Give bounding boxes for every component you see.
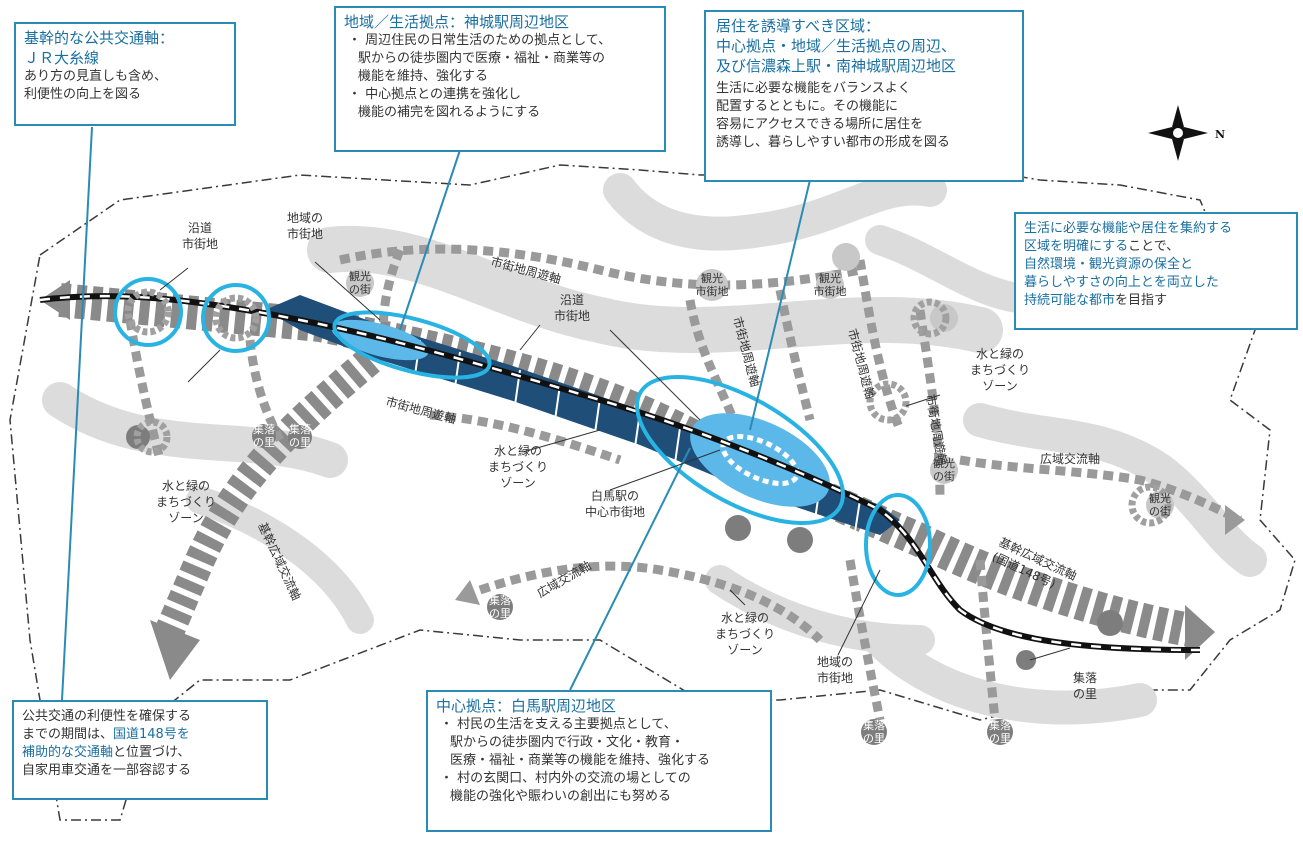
tourist-nodes bbox=[346, 243, 1174, 519]
leader-lines bbox=[61, 126, 811, 701]
callout-text: 暮らしやすさの向上とを両立した bbox=[1024, 275, 1219, 290]
callout-title: 中心拠点・地域／生活拠点の周辺、 bbox=[716, 37, 957, 55]
callout-text: 生活に必要な機能をバランスよく bbox=[716, 81, 911, 96]
compass-north-label: N bbox=[1215, 128, 1225, 141]
callout-text: までの期間は、国道148号を bbox=[22, 727, 190, 742]
callout-title: 中心拠点：白馬駅周辺地区 bbox=[436, 697, 617, 715]
callout-text: 補助的な交通軸と位置づけ、 bbox=[22, 745, 191, 760]
tourist-spot-label: 観光の街 bbox=[1149, 491, 1171, 518]
regional-axis-center-label: 広域交流軸 bbox=[534, 558, 593, 601]
local-town-east-label: 地域の市街地 bbox=[817, 655, 853, 685]
hakuba-callout: 中心拠点：白馬駅周辺地区 村民の生活を支える主要拠点として、 駅からの徒歩圏内で… bbox=[426, 690, 772, 832]
callout-text: 容易にアクセスできる場所に居住を bbox=[716, 117, 924, 132]
water-green-west-label: 水と緑のまちづくりゾーン bbox=[156, 478, 216, 525]
jr-line-dash bbox=[39, 294, 1201, 652]
village-east-label: 集落の里 bbox=[1073, 670, 1097, 701]
jr-line-callout: 基幹的な公共交通軸： ＪＲ大糸線 あり方の見直しも含め、 利便性の向上を図る bbox=[14, 22, 236, 126]
callout-text: 持続可能な都市を目指す bbox=[1024, 293, 1168, 308]
tourist-spot-label: 観光の街 bbox=[933, 456, 955, 483]
ring-nodes bbox=[124, 288, 1172, 527]
callout-bullet: 周辺住民の日常生活のための拠点として、 駅からの徒歩圏内で医療・福祉・商業等の … bbox=[344, 32, 656, 86]
pointer-lines bbox=[159, 261, 1071, 661]
goal-callout: 生活に必要な機能や居住を集約する 区域を明確にすることで、 自然環境・観光資源の… bbox=[1014, 212, 1298, 330]
regional-axis-east-label: 広域交流軸 bbox=[1040, 451, 1100, 466]
water-green-south-label: 水と緑のまちづくりゾーン bbox=[715, 610, 775, 657]
peripheral-axis-south-label: 市街地周遊軸 bbox=[384, 393, 457, 426]
kamishiro-callout: 地域／生活拠点：神城駅周辺地区 周辺住民の日常生活のための拠点として、 駅からの… bbox=[334, 6, 666, 152]
regional-arrow-east bbox=[1225, 505, 1245, 535]
village-boundary bbox=[9, 164, 1296, 821]
regional-arrow-southwest bbox=[455, 580, 480, 605]
hakuba-center-label: 白馬駅の中心市街地 bbox=[585, 488, 645, 519]
jr-line bbox=[39, 293, 1201, 653]
callout-text: 生活に必要な機能や居住を集約する bbox=[1024, 221, 1233, 236]
trunk-arrow-east bbox=[1185, 605, 1215, 660]
tourist-spot-label: 観光の街 bbox=[349, 269, 371, 296]
callout-title: ＪＲ大糸線 bbox=[24, 49, 100, 67]
village-node-label: 集落の里 bbox=[863, 718, 885, 745]
compass-icon bbox=[1148, 105, 1208, 161]
callout-text: 配置するとともに。その機能に bbox=[716, 99, 899, 114]
station-circles bbox=[113, 277, 932, 597]
roadside-west-label: 沿道市街地 bbox=[182, 221, 218, 251]
callout-bullet: 中心拠点との連携を強化し 機能の補完を図れるようにする bbox=[344, 86, 656, 122]
callout-text: 区域を明確にすることで、 bbox=[1024, 239, 1180, 254]
callout-text: 自家用車交通を一部容認する bbox=[22, 763, 192, 778]
callout-bullet: 村民の生活を支える主要拠点として、 駅からの徒歩圏内で行政・文化・教育・ 医療・… bbox=[436, 716, 762, 770]
route148-callout: 公共交通の利便性を確保する までの期間は、国道148号を 補助的な交通軸と位置づ… bbox=[12, 700, 268, 800]
tourist-area-label: 観光市街地 bbox=[814, 271, 847, 298]
trunk-arrow-south bbox=[150, 620, 200, 680]
village-node-label: 集落の里 bbox=[989, 718, 1011, 745]
local-town-west-label: 地域の市街地 bbox=[287, 211, 323, 241]
water-green-east-label: 水と緑のまちづくりゾーン bbox=[970, 346, 1030, 393]
water-green-center-label: 水と緑のまちづくりゾーン bbox=[488, 443, 548, 490]
callout-text: 誘導し、暮らしやすい都市の形成を図る bbox=[716, 135, 950, 150]
callout-text: 自然環境・観光資源の保全と bbox=[1024, 257, 1194, 272]
village-node-label: 集落の里 bbox=[289, 422, 311, 449]
hakuba-core bbox=[690, 413, 830, 507]
residence-callout: 居住を誘導すべき区域： 中心拠点・地域／生活拠点の周辺、 及び信濃森上駅・南神城… bbox=[704, 10, 1024, 182]
callout-title: 基幹的な公共交通軸： bbox=[24, 29, 175, 47]
village-node-label: 集落の里 bbox=[253, 422, 275, 449]
roadside-center-label: 沿道市街地 bbox=[554, 293, 590, 323]
village-nodes bbox=[126, 424, 1123, 745]
callout-title: 地域／生活拠点：神城駅周辺地区 bbox=[344, 13, 570, 31]
callout-bullet: 村の玄関口、村内外の交流の場としての 機能の強化や賑わいの創出にも努める bbox=[436, 770, 762, 806]
peripheral-axes bbox=[125, 244, 1243, 721]
callout-title: 及び信濃森上駅・南神城駅周辺地区 bbox=[716, 57, 957, 75]
village-node-label: 集落の里 bbox=[489, 593, 511, 620]
town-peripheral-vertical3-label: 市街地周遊軸 bbox=[923, 393, 950, 467]
callout-text: あり方の見直しも含め、 bbox=[24, 69, 168, 84]
callout-text: 公共交通の利便性を確保する bbox=[22, 709, 192, 724]
tourist-area-label: 観光市街地 bbox=[696, 271, 729, 298]
callout-text: 利便性の向上を図る bbox=[24, 87, 142, 102]
callout-title: 居住を誘導すべき区域： bbox=[716, 17, 880, 35]
